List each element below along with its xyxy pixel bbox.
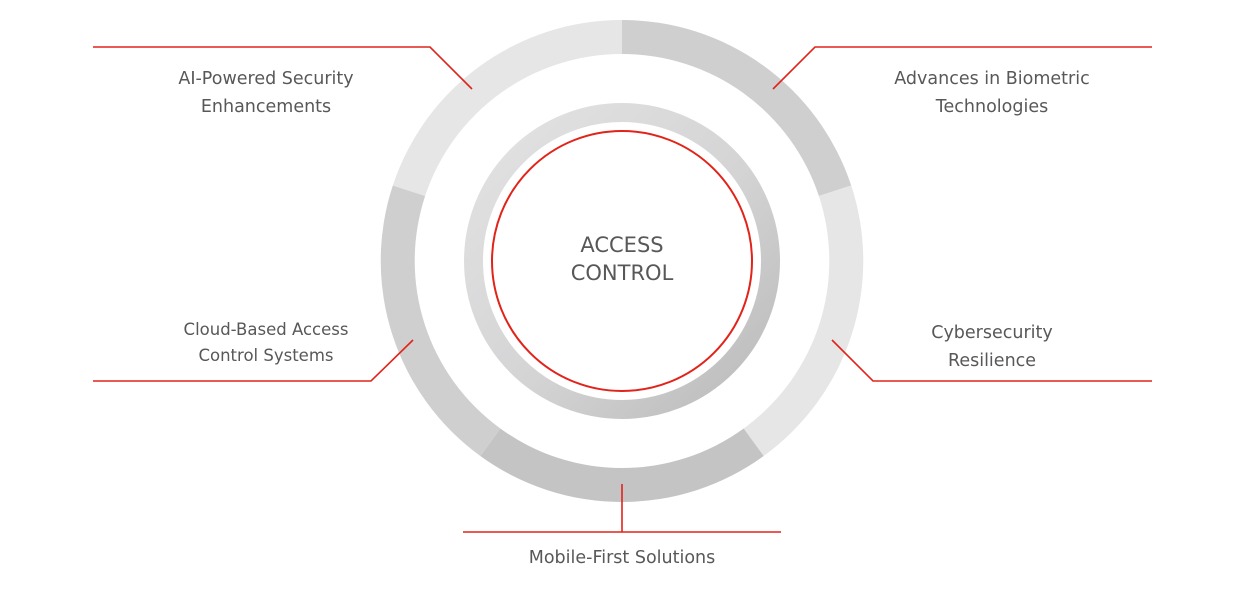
topic-label-cybersecurity-line-1: Cybersecurity [931,323,1053,343]
topic-label-cloud-based-line-1: Cloud-Based Access [184,320,349,339]
outer-ring [380,19,864,502]
topic-label-biometric-line-2: Technologies [935,97,1048,117]
ring-segment-biometric [622,19,852,197]
leader-line-cloud-based [93,339,414,382]
topic-label-cybersecurity-line-2: Resilience [948,351,1036,371]
topic-label-biometric-line-1: Advances in Biometric [894,69,1089,89]
ring-segment-cloud-based [380,185,501,456]
ring-segment-cybersecurity [743,185,864,456]
topic-label-cloud-based-line-2: Control Systems [198,346,333,365]
topic-label-mobile-first: Mobile-First Solutions [529,548,716,568]
leader-line-ai-powered [93,46,473,90]
ring-segment-mobile-first [480,428,764,502]
leader-line-biometric [772,46,1152,90]
center-title-line-2: CONTROL [571,261,674,285]
leader-line-cybersecurity [831,339,1152,382]
center-title-line-1: ACCESS [580,233,663,257]
ring-segment-ai-powered [392,19,622,197]
inner-ring [464,103,780,419]
center-circle [491,130,753,392]
topic-label-ai-powered-line-1: AI-Powered Security [178,69,353,89]
topic-label-ai-powered-line-2: Enhancements [201,97,331,117]
